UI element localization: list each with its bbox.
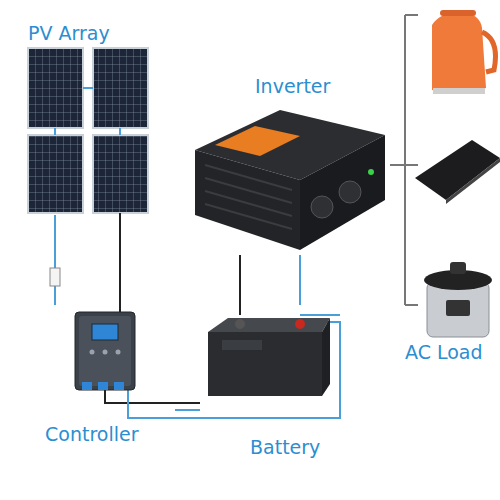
battery — [208, 318, 330, 396]
power-wire — [390, 165, 405, 166]
kettle — [432, 10, 496, 94]
charge-controller — [75, 312, 135, 390]
power-wire — [300, 255, 301, 305]
inverter-unit: Inverter — [190, 72, 390, 255]
component-label: Controller — [45, 423, 138, 445]
pv-array: PV Array — [25, 20, 150, 215]
cooktop — [415, 140, 500, 204]
controller-unit: Controller — [40, 305, 175, 447]
component-label: Inverter — [255, 75, 330, 97]
component-label: Battery — [250, 436, 320, 458]
ac-load-group: AC Load — [405, 0, 500, 365]
load-bracket — [405, 15, 418, 305]
pressure-cooker — [424, 262, 492, 337]
connector-group — [55, 165, 405, 410]
component-label: AC Load — [405, 341, 483, 363]
power-wire — [55, 215, 56, 305]
inverter — [195, 110, 385, 250]
component-label: PV Array — [28, 22, 110, 44]
solar-panels — [28, 48, 148, 213]
fuse — [50, 268, 60, 286]
power-wire — [175, 410, 200, 411]
battery-unit: Battery — [200, 305, 335, 460]
